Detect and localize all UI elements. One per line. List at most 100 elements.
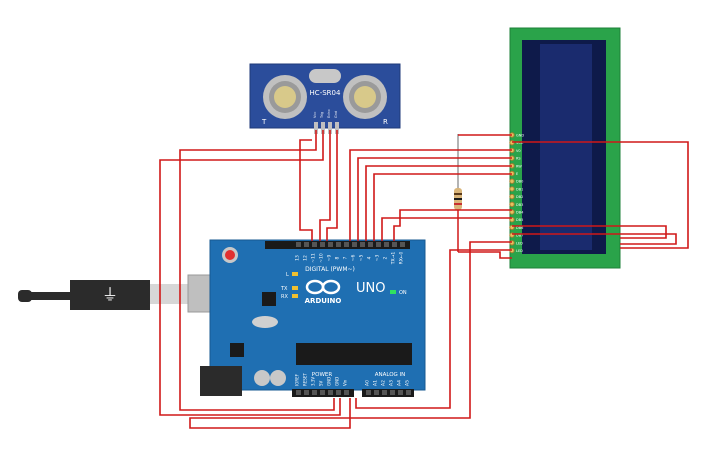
digital-pin[interactable] — [392, 242, 397, 247]
digital-pin-label: ~6 — [351, 255, 357, 262]
power-jack — [200, 366, 242, 396]
digital-pin-label: 2 — [383, 256, 389, 259]
power-label: POWER — [312, 372, 333, 378]
digital-pin-label: ~11 — [311, 253, 317, 263]
power-pin-label: Vin — [343, 379, 348, 386]
wire-echo[interactable] — [319, 130, 331, 241]
regulator — [230, 343, 244, 357]
digital-pin[interactable] — [304, 242, 309, 247]
power-pin-label: RESET — [303, 373, 308, 386]
analog-pin-label: A0 — [365, 380, 371, 386]
reset-button[interactable] — [225, 250, 235, 260]
sensor-model: HC-SR04 — [310, 89, 341, 97]
lcd-pin[interactable] — [509, 178, 515, 184]
digital-pin-label: 12 — [303, 255, 309, 261]
power-pin[interactable] — [320, 390, 325, 395]
digital-pin[interactable] — [320, 242, 325, 247]
wire-db5[interactable] — [373, 173, 512, 241]
power-pin[interactable] — [336, 390, 341, 395]
digital-pin[interactable] — [400, 242, 405, 247]
wire-lcd-led[interactable] — [512, 233, 677, 245]
usb-chip — [262, 292, 276, 306]
wire-db6[interactable] — [381, 217, 512, 241]
digital-pin[interactable] — [336, 242, 341, 247]
lcd-pin-label: DB6 — [516, 226, 523, 230]
power-pin-label: 3.3V — [311, 377, 316, 386]
wire-vcc[interactable] — [179, 130, 335, 411]
analog-pin-label: A4 — [397, 380, 403, 386]
sensor-pin[interactable] — [328, 122, 332, 134]
digital-pin-label: ~9 — [327, 255, 333, 262]
lcd-pin-label: VCC — [516, 141, 524, 145]
lcd-module[interactable]: GNDVCCV0RSRWEDB0DB1DB2DB3DB4DB5DB6DB7LED… — [509, 27, 621, 269]
power-pin[interactable] — [304, 390, 309, 395]
lcd-pin[interactable] — [509, 201, 515, 208]
digital-pin[interactable] — [384, 242, 389, 247]
digital-pin[interactable] — [352, 242, 357, 247]
digital-pin[interactable] — [360, 242, 365, 247]
lcd-pin-label: DB0 — [516, 180, 523, 184]
lcd-pin-label: DB5 — [516, 218, 523, 222]
wire-db7[interactable] — [393, 209, 512, 241]
analog-pin[interactable] — [398, 390, 403, 395]
digital-pin[interactable] — [368, 242, 373, 247]
capacitor-1 — [254, 370, 270, 386]
analog-pin[interactable] — [406, 390, 411, 395]
sensor-pin-label: Vcc — [313, 112, 317, 118]
digital-pin[interactable] — [344, 242, 349, 247]
lcd-pin-label: LED — [516, 249, 523, 253]
digital-pin[interactable] — [376, 242, 381, 247]
lcd-pin[interactable] — [509, 193, 515, 200]
lcd-pin-label: LED — [516, 241, 523, 245]
digital-pin-label: ~5 — [359, 255, 365, 262]
tx-led — [292, 286, 298, 290]
lcd-pin-label: E — [516, 172, 518, 176]
sensor-pin[interactable] — [335, 122, 339, 134]
wire-gnd[interactable] — [326, 130, 338, 241]
wire-trig[interactable] — [159, 130, 341, 416]
rx-led-label: RX — [281, 294, 288, 300]
wire-lcd-rw[interactable] — [512, 225, 667, 239]
arduino-model: UNO — [356, 281, 385, 296]
analog-pin-label: A5 — [405, 380, 411, 386]
power-pin[interactable] — [312, 390, 317, 395]
sensor-pin[interactable] — [321, 122, 325, 134]
analog-label: ANALOG IN — [375, 372, 406, 378]
wire-lcd-power[interactable] — [189, 241, 512, 429]
digital-pin-label: 7 — [343, 256, 349, 259]
capacitor-2 — [270, 370, 286, 386]
lcd-pin-label: RS — [516, 157, 521, 161]
usb-cable[interactable]: ⏚ — [18, 274, 227, 313]
digital-pin[interactable] — [312, 242, 317, 247]
lcd-pin-label: DB1 — [516, 187, 523, 191]
lcd-pin-label: DB4 — [516, 211, 524, 215]
wire-sensor-loop[interactable] — [299, 139, 313, 241]
power-pin[interactable] — [296, 390, 301, 395]
wire-lcd-vcc[interactable] — [512, 141, 689, 249]
digital-pin[interactable] — [296, 242, 301, 247]
digital-pin-label: TX→1 — [391, 252, 397, 266]
digital-pin[interactable] — [328, 242, 333, 247]
analog-pin[interactable] — [382, 390, 387, 395]
wire-lcd-ground[interactable] — [355, 249, 512, 409]
receiver — [343, 75, 387, 119]
wire-e[interactable] — [357, 157, 512, 241]
power-pin[interactable] — [344, 390, 349, 395]
power-pin[interactable] — [328, 390, 333, 395]
sensor-pin[interactable] — [314, 122, 318, 134]
analog-pin[interactable] — [366, 390, 371, 395]
resistor[interactable] — [454, 134, 462, 252]
analog-pin[interactable] — [390, 390, 395, 395]
power-pin-label: GND — [335, 377, 340, 386]
wire-rs[interactable] — [349, 149, 512, 241]
analog-pin[interactable] — [374, 390, 379, 395]
digital-pin-label: ~10 — [319, 253, 325, 263]
sensor-pin-label: Trig — [320, 112, 324, 119]
lcd-pin[interactable] — [509, 186, 515, 192]
wire-resistor[interactable] — [458, 251, 512, 259]
wire-db4[interactable] — [365, 165, 512, 241]
